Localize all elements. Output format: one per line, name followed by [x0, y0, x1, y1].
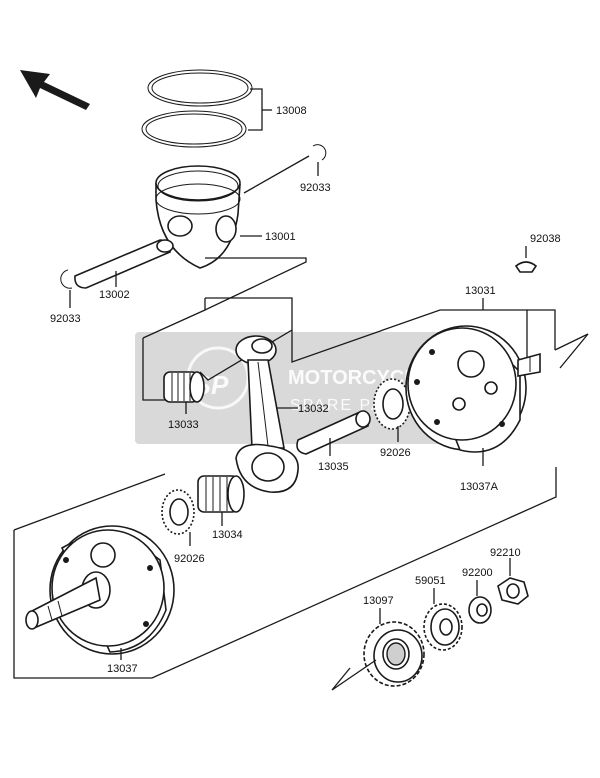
- label-13035: 13035: [318, 461, 349, 473]
- label-13037A: 13037A: [460, 481, 499, 493]
- woodruff-key: [514, 246, 538, 273]
- circlip-left: [60, 269, 73, 308]
- thrust-washer-lower: [161, 489, 195, 546]
- connecting-rod: [235, 335, 299, 493]
- front-arrow-icon: [20, 70, 90, 110]
- label-92200: 92200: [462, 567, 493, 579]
- label-92033-right: 92033: [300, 182, 331, 194]
- primary-gear: [331, 608, 425, 691]
- circlip-right: [243, 144, 327, 194]
- needle-bearing-big: [197, 475, 245, 526]
- label-92026-lower: 92026: [174, 553, 205, 565]
- label-92033-left: 92033: [50, 313, 81, 325]
- label-92026-upper: 92026: [380, 447, 411, 459]
- piston-rings: [141, 69, 272, 148]
- label-59051: 59051: [415, 575, 446, 587]
- label-13032: 13032: [298, 403, 329, 415]
- label-13008: 13008: [276, 105, 307, 117]
- label-13034: 13034: [212, 529, 243, 541]
- washer: [468, 580, 492, 624]
- label-13097: 13097: [363, 595, 394, 607]
- label-13033: 13033: [168, 419, 199, 431]
- piston-pin: [74, 239, 174, 289]
- crank-half-right: [405, 325, 541, 466]
- nut: [497, 558, 529, 605]
- crankshaft-assembly-outline: [13, 257, 589, 679]
- label-92210: 92210: [490, 547, 521, 559]
- label-92038: 92038: [530, 233, 561, 245]
- label-13002: 13002: [99, 289, 130, 301]
- crank-pin: [296, 410, 371, 456]
- label-13037: 13037: [107, 663, 138, 675]
- needle-bearing-small: [163, 371, 205, 414]
- label-13031: 13031: [465, 285, 496, 297]
- drive-gear: [423, 588, 463, 651]
- label-13001: 13001: [265, 231, 296, 243]
- crank-half-left: [25, 525, 175, 660]
- piston: [155, 165, 262, 269]
- thrust-washer-upper: [373, 378, 411, 442]
